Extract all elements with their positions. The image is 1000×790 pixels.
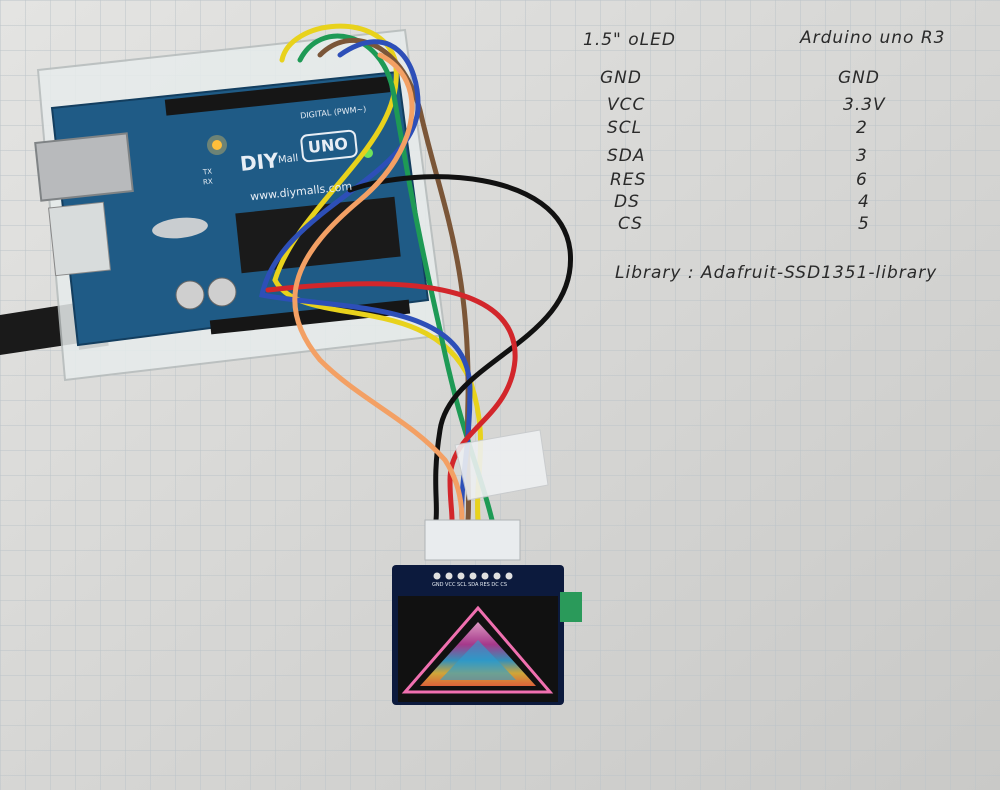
connector-housing (424, 519, 521, 561)
wire-blue (259, 39, 473, 523)
masking-tape (454, 429, 549, 501)
note-oled-pin: RES (610, 170, 647, 190)
power-led (212, 140, 222, 150)
note-oled-pin: DS (614, 192, 640, 212)
note-arduino-pin: 2 (856, 118, 868, 138)
note-oled-pin: SDA (607, 146, 646, 166)
power-jack (48, 201, 111, 277)
oled-module (392, 565, 582, 705)
note-oled-pin: SCL (607, 118, 643, 138)
oled-pyramid-graphic (401, 605, 554, 694)
atmega-chip (235, 196, 401, 274)
note-arduino-pin: 4 (858, 192, 870, 212)
note-arduino-pin: 5 (858, 214, 870, 234)
wire-orange (292, 52, 465, 523)
oled-pin-holes (433, 572, 513, 580)
note-arduino-pin: 3.3V (843, 95, 886, 115)
usb-b-port (34, 132, 134, 202)
note-arduino-pin: GND (838, 68, 880, 88)
wire-red (265, 281, 518, 523)
note-arduino-pin: 3 (856, 146, 868, 166)
note-oled-pin: VCC (607, 95, 646, 115)
wire-black (347, 174, 573, 523)
board-brand-small: Mall (277, 152, 299, 167)
note-oled-pin: CS (618, 214, 643, 234)
note-oled-pin: GND (600, 68, 642, 88)
oled-pin-labels: GND VCC SCL SDA RES DC CS (432, 582, 508, 588)
note-arduino-pin: 6 (856, 170, 868, 190)
board-tx-label: TX (202, 167, 213, 177)
wire-yellow (272, 23, 484, 523)
arduino-board (34, 70, 430, 347)
note-library: Library : Adafruit-SSD1351-library (615, 263, 938, 283)
note-header-oled: 1.5" oLED (583, 30, 676, 50)
board-brand: DIY (238, 148, 280, 176)
board-rx-label: RX (202, 177, 214, 187)
digital-header (164, 76, 391, 116)
note-header-arduino: Arduino uno R3 (800, 28, 946, 48)
